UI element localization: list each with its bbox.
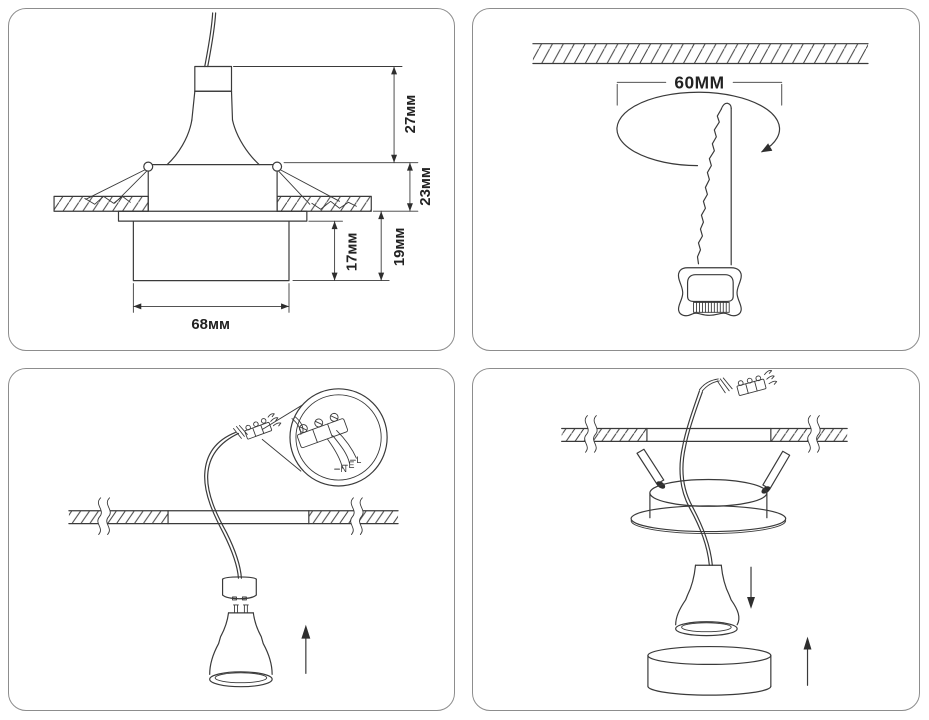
panel-wiring: L E N [8, 368, 455, 711]
lamp-fixture-side-view [84, 65, 357, 282]
panel-dimensions: 27мм 23мм 19мм 17мм 68мм [8, 8, 455, 351]
dimension-27mm: 27мм [233, 66, 419, 164]
dim-label-19mm: 19мм [392, 228, 408, 267]
panel-install [472, 368, 920, 711]
dim-label-17mm: 17мм [344, 233, 360, 272]
wire-label-neutral: N [341, 464, 347, 474]
lamp-socket [221, 576, 257, 601]
keyhole-saw [677, 102, 742, 317]
rotation-arrow [616, 91, 781, 167]
trim-ring [647, 645, 772, 696]
ceiling-cross-section [532, 43, 869, 65]
wiring-drawing: L E N [68, 388, 399, 688]
install-drawing [561, 370, 848, 696]
up-arrow [301, 624, 311, 674]
dimension-19mm: 19мм [292, 210, 408, 282]
magnifier-cone [261, 404, 304, 472]
dimension-60mm: 60MM [616, 72, 783, 106]
saw-handle [677, 267, 742, 317]
break-symbol-left [97, 495, 111, 538]
gu10-bulb [209, 604, 273, 688]
gu10-bulb [675, 564, 740, 637]
mains-cable [204, 431, 243, 579]
dim-label-60mm: 60MM [674, 72, 724, 92]
cutout-drawing: 60MM [532, 43, 869, 317]
terminal-block-zoom-circle: L E N [289, 388, 388, 487]
spring-clip-left [84, 169, 148, 205]
terminal-block-small [736, 370, 778, 396]
dimension-23mm: 23мм [372, 162, 434, 212]
mains-cable [679, 377, 733, 566]
fixture-body [630, 448, 791, 534]
wire-label-live: L [356, 455, 361, 465]
ceiling-cross-section [53, 195, 372, 212]
ceiling-cross-section [68, 495, 399, 538]
power-cable [204, 12, 217, 68]
dim-label-23mm: 23мм [418, 167, 434, 206]
spring-clip-right [277, 169, 357, 210]
dimensions-drawing: 27мм 23мм 19мм 17мм 68мм [53, 12, 434, 333]
ceiling-cross-section [561, 412, 848, 455]
saw-grip-ribs [693, 301, 730, 313]
dim-label-27mm: 27мм [403, 95, 419, 134]
panel-cutout: 60MM [472, 8, 920, 351]
wire-label-earth: E [348, 460, 354, 470]
down-arrow [747, 566, 755, 609]
dimension-17mm: 17мм [308, 220, 360, 282]
break-symbol-right [350, 495, 364, 538]
dim-label-68mm: 68мм [191, 317, 230, 333]
break-symbol-right [807, 412, 821, 455]
break-symbol-left [584, 412, 598, 455]
dimension-68mm: 68мм [132, 283, 290, 333]
terminal-block-small [233, 413, 282, 440]
up-arrow [803, 636, 812, 686]
terminal-block-detail: L E N [291, 412, 361, 474]
